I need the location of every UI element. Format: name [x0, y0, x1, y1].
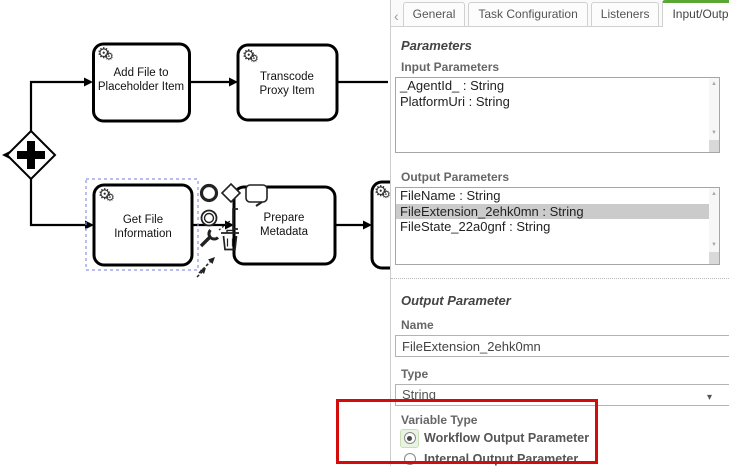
- list-item[interactable]: _AgentId_ : String: [400, 78, 505, 93]
- append-intermediate-event-icon[interactable]: [200, 209, 218, 227]
- scroll-down-icon[interactable]: ▼: [711, 242, 717, 248]
- task-add-file-to-placeholder-item[interactable]: [92, 42, 191, 123]
- append-end-event-icon[interactable]: [199, 183, 219, 203]
- input-parameters-label: Input Parameters: [401, 60, 500, 74]
- radio-internal-output-parameter[interactable]: [403, 453, 416, 465]
- output-parameter-heading: Output Parameter: [401, 293, 511, 308]
- dropdown-arrow-icon: ▾: [706, 392, 712, 403]
- radio-row-internal-output: Internal Output Parameter: [401, 449, 729, 466]
- scroll-up-icon[interactable]: ▲: [711, 81, 717, 87]
- trash-icon[interactable]: [221, 229, 239, 251]
- append-task-wrench-mark-icon[interactable]: [255, 201, 263, 207]
- text-annotation-icon[interactable]: [218, 208, 238, 231]
- variable-type-label: Variable Type: [401, 413, 478, 427]
- connect-arrow-icon[interactable]: [196, 257, 215, 278]
- scrollbar-thumb[interactable]: [709, 140, 719, 152]
- list-item[interactable]: FileState_22a0gnf : String: [400, 219, 551, 234]
- tab-task-configuration[interactable]: Task Configuration: [468, 2, 588, 26]
- context-pad: [196, 182, 268, 278]
- task-prepare-metadata[interactable]: [232, 185, 337, 266]
- task-partial-right[interactable]: [370, 180, 390, 270]
- radio-row-workflow-output: Workflow Output Parameter: [400, 428, 729, 448]
- section-divider: [391, 278, 729, 279]
- selection-outline: [85, 178, 199, 271]
- type-label: Type: [401, 367, 429, 381]
- name-input[interactable]: [395, 335, 729, 357]
- append-gateway-icon[interactable]: [220, 182, 242, 204]
- scrollbar-thumb[interactable]: [709, 252, 719, 264]
- tab-input-output[interactable]: Input/Output: [662, 0, 729, 27]
- name-label: Name: [401, 318, 434, 332]
- parallel-gateway[interactable]: [5, 129, 57, 181]
- tab-general[interactable]: General: [402, 2, 466, 26]
- tab-bar: ‹ General Task Configuration Listeners I…: [391, 0, 729, 27]
- type-select[interactable]: String ▾: [395, 384, 729, 406]
- tab-listeners[interactable]: Listeners: [590, 2, 660, 26]
- chevron-left-icon[interactable]: ‹: [394, 8, 399, 24]
- task-get-file-information[interactable]: [92, 183, 194, 267]
- append-task-icon[interactable]: [245, 184, 268, 203]
- list-item[interactable]: FileName : String: [400, 188, 501, 203]
- scroll-up-icon[interactable]: ▲: [711, 191, 717, 197]
- bpmn-canvas[interactable]: ⚙ ⚙ ⚙ ⚙ ⚙ ⚙ ⚙ ⚙ Add File to Placeholder …: [0, 0, 391, 466]
- output-parameters-listbox[interactable]: FileName : String FileExtension_2ehk0mn …: [395, 187, 720, 265]
- scrollbar[interactable]: ▲ ▼: [709, 78, 719, 152]
- properties-panel: ‹ General Task Configuration Listeners I…: [390, 0, 729, 466]
- radio-workflow-output-parameter[interactable]: [403, 432, 416, 444]
- radio-label: Workflow Output Parameter: [424, 431, 590, 445]
- radio-label: Internal Output Parameter: [424, 452, 579, 466]
- parameters-heading: Parameters: [401, 38, 472, 53]
- scroll-down-icon[interactable]: ▼: [711, 130, 717, 136]
- task-transcode-proxy-item[interactable]: [236, 43, 339, 122]
- panel-content: Parameters Input Parameters _AgentId_ : …: [391, 38, 729, 466]
- type-select-value: String: [402, 387, 436, 402]
- variable-type-group: Variable Type Workflow Output Parameter …: [400, 413, 729, 466]
- list-item[interactable]: PlatformUri : String: [400, 93, 510, 109]
- input-parameters-listbox[interactable]: _AgentId_ : String PlatformUri : String …: [395, 77, 720, 153]
- list-item-selected[interactable]: FileExtension_2ehk0mn : String: [396, 203, 709, 219]
- scrollbar[interactable]: ▲ ▼: [709, 188, 719, 264]
- wrench-icon[interactable]: [199, 228, 220, 248]
- bpmn-diagram-svg: [2, 42, 390, 278]
- output-parameters-label: Output Parameters: [401, 170, 510, 184]
